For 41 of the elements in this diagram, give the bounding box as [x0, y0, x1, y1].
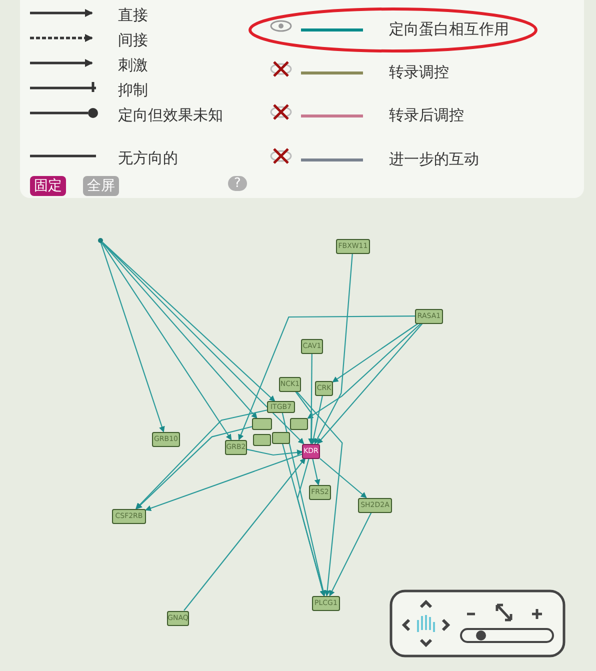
legend-label: 直接 — [118, 6, 148, 25]
legend-label: 无方向的 — [118, 149, 178, 168]
legend-label: 进一步的互动 — [389, 150, 479, 169]
legend-label: 间接 — [118, 31, 148, 50]
legend-label: 刺激 — [118, 56, 148, 75]
interaction-line — [100, 242, 165, 432]
legend-label: 转录调控 — [389, 63, 449, 82]
legend-label: 抑制 — [118, 81, 148, 100]
gene-box — [252, 418, 272, 430]
interaction-line — [307, 323, 422, 419]
interaction-line — [295, 391, 314, 444]
interaction-line — [238, 316, 415, 440]
gene-box — [253, 434, 271, 446]
interaction-line — [136, 410, 268, 510]
interaction-line — [310, 395, 324, 444]
interaction-line — [102, 242, 258, 419]
interaction-line — [282, 444, 326, 596]
legend-label: 转录后调控 — [389, 106, 464, 125]
interaction-line — [184, 458, 306, 611]
interaction-line — [145, 454, 302, 512]
interaction-line — [136, 426, 252, 510]
legend-label: 定向但效果未知 — [118, 106, 223, 125]
gene-box — [272, 432, 290, 444]
fullscreen-button: 全屏 — [83, 176, 119, 196]
interaction-line — [296, 391, 343, 596]
interaction-line — [308, 354, 314, 444]
interaction-line — [332, 323, 418, 382]
legend-label: 定向蛋白相互作用 — [389, 20, 509, 39]
interaction-line — [282, 412, 326, 596]
gene-box — [290, 418, 308, 430]
pin-button: 固定 — [30, 176, 66, 196]
interaction-line — [102, 242, 304, 444]
interaction-line — [102, 242, 276, 402]
interaction-line — [312, 458, 320, 486]
interaction-line — [320, 458, 367, 498]
interaction-line — [314, 253, 353, 444]
interaction-line — [316, 323, 423, 444]
interaction-line — [246, 448, 303, 456]
interaction-line — [329, 512, 372, 596]
interaction-line — [101, 242, 232, 440]
node-dot — [98, 238, 102, 242]
